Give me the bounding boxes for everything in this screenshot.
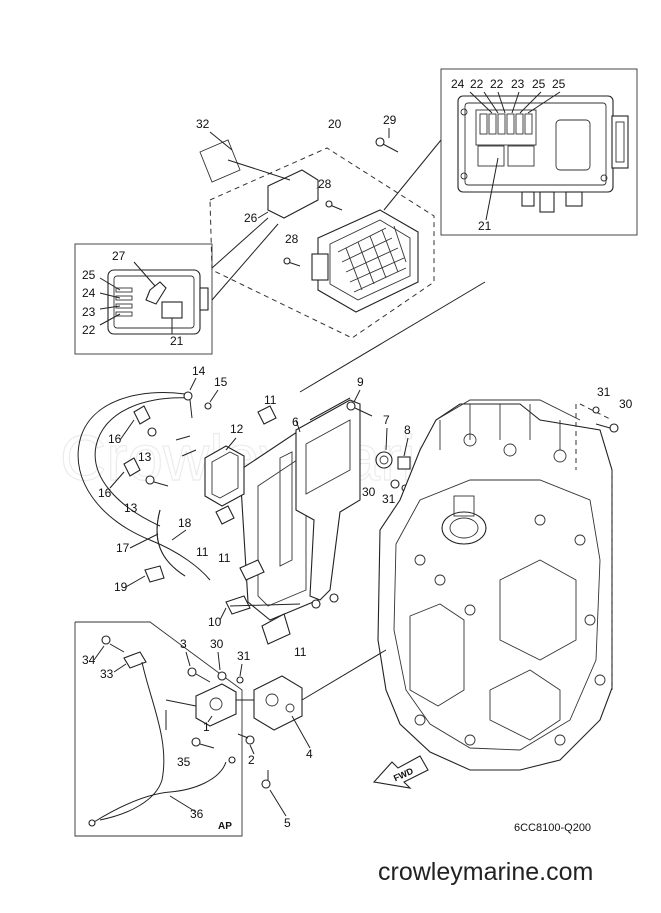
cover-detail-box [74,217,279,355]
callout-22-detail-a: 22 [470,77,484,91]
callout-24-detail: 24 [451,77,465,91]
callout-34: 34 [82,653,96,667]
leader-4 [291,715,311,749]
callout-33: 33 [100,667,114,681]
callout-5: 5 [284,816,291,830]
callout-11-bottom: 11 [294,645,307,659]
ecu-assembly [199,128,435,339]
leader-2 [249,744,255,755]
relay-assembly [187,649,387,789]
callout-22-left: 22 [82,323,96,337]
leader-3 [185,651,191,667]
leader-10 [219,607,227,621]
leader-10-b [229,603,301,607]
callout-26: 26 [244,211,258,225]
fwd-arrow-icon: FWD [372,755,429,789]
leader-34 [93,645,105,661]
ap-detail-box [74,621,243,837]
callout-4: 4 [306,747,313,761]
callout-28-top: 28 [318,177,332,191]
engine-block [377,399,619,771]
leader-1 [207,715,213,723]
callout-8: 8 [404,423,411,437]
site-label: crowleymarine.com [378,858,593,886]
callout-23-detail: 23 [511,77,525,91]
callout-16-bottom: 16 [98,486,112,500]
callout-1: 1 [203,720,210,734]
callout-19: 19 [114,580,128,594]
callout-30-mid: 30 [362,485,376,499]
leader-33 [113,663,127,673]
callout-25-detail-b: 25 [552,77,566,91]
callout-11-lower: 11 [218,551,231,565]
leader-9 [353,389,361,403]
callout-12: 12 [230,422,244,436]
diagram-code: 6CC8100-Q200 [514,822,591,834]
callout-11-mid: 11 [196,545,209,559]
leader-16-top [119,419,135,441]
callout-35: 35 [177,755,191,769]
callout-29: 29 [383,113,397,127]
callout-21-detail: 21 [478,219,492,233]
leader-18 [171,529,187,541]
leader-26 [257,211,269,219]
leader-19 [123,575,146,589]
ecu-detail-box [440,68,638,236]
leader-7 [385,427,388,451]
callout-16-top: 16 [108,432,122,446]
bracket-assembly [239,281,486,621]
callout-6: 6 [292,415,299,429]
callout-3: 3 [180,637,187,651]
leader-ap-assembly [165,699,197,707]
callout-31-mid: 31 [382,492,396,506]
leader-36 [169,795,197,813]
callout-10: 10 [208,615,222,629]
callout-13-bottom: 13 [124,501,138,515]
leader-30-low [217,651,221,671]
callout-27: 27 [112,249,126,263]
leader-17 [129,533,159,549]
callout-11-top: 11 [264,393,277,407]
callout-30-low: 30 [210,637,224,651]
harness-left [77,391,291,645]
callout-31-right: 31 [597,385,611,399]
leader-12 [225,437,237,451]
leader-8 [403,437,409,457]
callout-23-left: 23 [82,305,96,319]
leader-31-low [239,663,243,677]
callout-13-top: 13 [138,450,152,464]
callout-18: 18 [178,516,192,530]
callout-32: 32 [196,117,210,131]
callout-17: 17 [116,541,130,555]
callout-20: 20 [328,117,342,131]
callout-28-bottom: 28 [285,232,299,246]
callout-21-left: 21 [170,334,184,348]
callout-7: 7 [383,413,390,427]
leader-14 [189,377,197,391]
callout-30-right: 30 [619,397,633,411]
callout-14: 14 [192,364,206,378]
callout-24-left: 24 [82,286,96,300]
callout-2: 2 [248,753,255,767]
callout-15: 15 [214,375,228,389]
callout-9: 9 [357,375,364,389]
callout-31-low: 31 [237,649,251,663]
callout-25-left: 25 [82,268,96,282]
leader-16-bottom [109,471,125,489]
callout-25-detail-a: 25 [532,77,546,91]
leader-5 [269,789,287,817]
callout-22-detail-b: 22 [490,77,504,91]
ap-label: AP [218,821,232,832]
leader-15 [209,389,219,403]
detail-leader [383,139,442,211]
